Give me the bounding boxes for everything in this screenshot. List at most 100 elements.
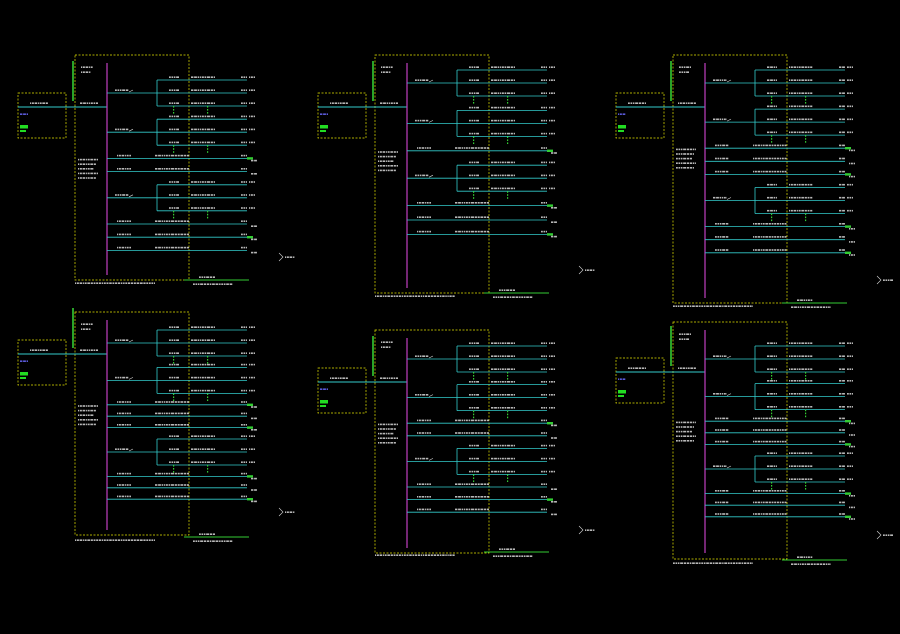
cad-glyph — [549, 457, 551, 460]
cad-glyph — [118, 246, 121, 249]
cad-glyph — [762, 170, 765, 173]
cad-glyph — [387, 160, 390, 162]
cad-glyph — [126, 424, 129, 426]
cad-glyph — [501, 342, 504, 344]
cad-glyph — [842, 355, 845, 357]
cad-glyph — [497, 161, 500, 164]
phase-marker — [507, 96, 509, 98]
cad-glyph — [473, 394, 476, 396]
cad-glyph — [807, 393, 810, 395]
cad-glyph — [725, 223, 729, 225]
breaker-label — [115, 194, 129, 196]
cad-glyph — [842, 429, 845, 431]
cad-glyph — [245, 484, 247, 486]
main-breaker-label — [380, 102, 398, 104]
cad-glyph — [250, 181, 253, 183]
cad-glyph — [469, 355, 471, 357]
cad-glyph — [151, 539, 154, 541]
cad-glyph — [771, 144, 774, 147]
cad-glyph — [543, 119, 545, 122]
cad-glyph — [851, 131, 853, 134]
cad-glyph — [254, 500, 257, 503]
cad-glyph — [810, 183, 813, 186]
cad-glyph — [506, 381, 510, 383]
cad-glyph — [695, 148, 696, 151]
cad-glyph — [470, 508, 474, 511]
cad-glyph — [686, 157, 690, 160]
cad-glyph — [88, 71, 90, 73]
cad-glyph — [725, 440, 729, 443]
cad-glyph — [550, 394, 553, 396]
cad-glyph — [545, 483, 547, 485]
cad-glyph — [96, 158, 98, 161]
cad-glyph — [176, 339, 179, 341]
cad-glyph — [245, 154, 247, 157]
incoming-indicator-block — [320, 130, 326, 132]
circuit-breaker-label — [169, 76, 179, 78]
cable-spec-label — [789, 380, 813, 382]
cad-glyph — [686, 153, 690, 155]
phase-marker — [173, 213, 175, 216]
cad-glyph — [184, 154, 187, 157]
cad-glyph — [139, 282, 143, 284]
cad-glyph — [85, 168, 87, 170]
cad-glyph — [253, 389, 255, 392]
cad-glyph — [722, 305, 724, 307]
cad-glyph — [513, 161, 515, 164]
cad-glyph — [191, 326, 194, 328]
panel-footnote — [375, 554, 455, 556]
cad-glyph — [118, 484, 121, 486]
cad-glyph — [699, 562, 701, 564]
cad-glyph — [553, 66, 555, 68]
cad-glyph — [245, 194, 247, 196]
circuit-id-label — [839, 236, 845, 238]
circuit-id-label — [241, 220, 247, 222]
cad-glyph — [801, 406, 804, 408]
cad-glyph — [770, 406, 773, 408]
cad-glyph — [474, 216, 477, 218]
cad-glyph — [678, 430, 680, 433]
cad-glyph — [781, 157, 784, 160]
cad-glyph — [171, 89, 173, 91]
cad-glyph — [541, 444, 543, 447]
cad-glyph — [790, 355, 793, 357]
load-name-label — [849, 162, 855, 165]
cad-glyph — [124, 401, 126, 403]
phase-marker — [473, 410, 475, 413]
circuit-id-label — [241, 194, 247, 196]
cad-glyph — [494, 470, 497, 473]
circuit-id-label — [241, 89, 247, 91]
cad-glyph — [250, 461, 253, 463]
cad-glyph — [418, 230, 421, 233]
cad-glyph — [851, 368, 853, 370]
cad-glyph — [173, 115, 176, 118]
cad-glyph — [678, 421, 680, 424]
panel-subtitle-label — [791, 563, 831, 565]
cad-glyph — [455, 419, 458, 422]
phase-marker — [207, 465, 209, 467]
panel-id-tag — [72, 61, 74, 101]
breaker-label — [115, 128, 129, 131]
cad-glyph — [510, 79, 513, 81]
cad-glyph — [195, 540, 197, 542]
cad-glyph — [849, 465, 851, 467]
cad-glyph — [418, 432, 421, 434]
cad-glyph — [722, 157, 726, 160]
cad-glyph — [754, 490, 757, 492]
panel-6 — [615, 321, 893, 565]
cad-glyph — [523, 555, 526, 557]
cad-glyph — [692, 148, 695, 151]
branch-single-circuit — [107, 233, 257, 241]
cad-glyph — [506, 79, 510, 81]
cad-glyph — [753, 513, 755, 515]
cable-spec-label — [155, 168, 189, 170]
cad-glyph — [545, 419, 547, 422]
cad-glyph — [709, 562, 713, 564]
cad-glyph — [501, 187, 504, 190]
cad-glyph — [243, 448, 245, 450]
phase-marker — [805, 409, 807, 412]
cad-glyph — [842, 417, 845, 420]
circuit-id-label — [839, 513, 845, 515]
cad-glyph — [201, 352, 204, 354]
